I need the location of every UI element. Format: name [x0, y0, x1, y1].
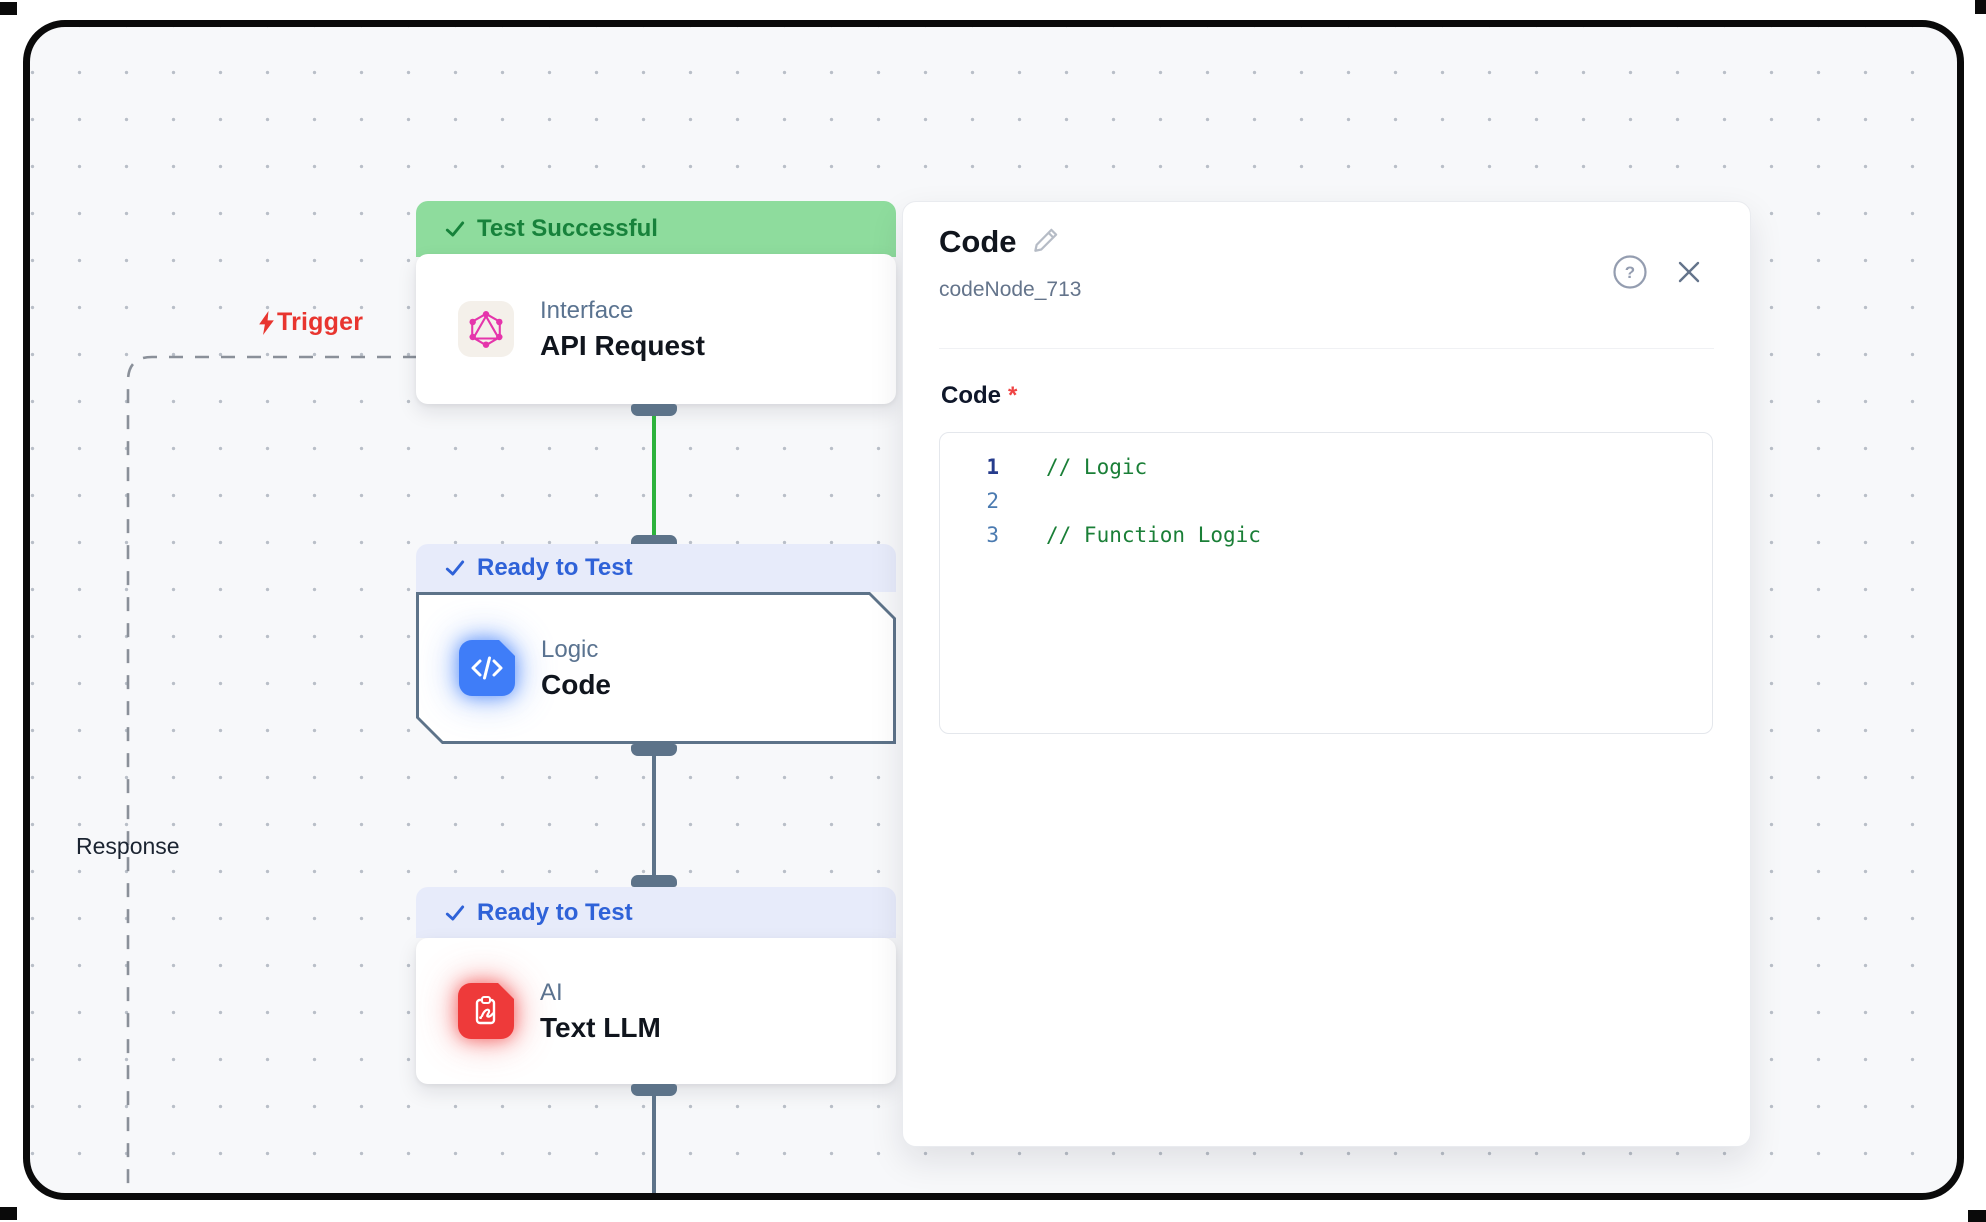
graphql-icon	[458, 301, 514, 357]
code-line-3[interactable]: 3 // Function Logic	[940, 518, 1712, 552]
check-icon	[445, 905, 465, 920]
screen-corner-artifact	[0, 1207, 17, 1220]
node-title: API Request	[540, 329, 705, 361]
required-marker: *	[1008, 382, 1018, 409]
help-icon: ?	[1613, 255, 1647, 289]
node-category-label: Logic	[541, 635, 599, 663]
panel-divider	[939, 348, 1714, 349]
help-button[interactable]: ?	[1612, 254, 1648, 290]
line-number: 2	[986, 489, 999, 513]
code-brackets-icon	[459, 640, 515, 696]
screen-corner-artifact	[1975, 0, 1986, 14]
panel-title: Code	[939, 224, 1017, 259]
status-badge-ready-to-test: Ready to Test	[416, 887, 896, 938]
edge-textllm-down	[652, 1090, 656, 1193]
output-port-api-request[interactable]	[631, 404, 677, 416]
trigger-response-edge	[126, 355, 417, 1193]
output-port-code[interactable]	[631, 744, 677, 756]
node-code[interactable]: Logic Code	[419, 595, 893, 741]
input-port-textllm[interactable]	[631, 875, 677, 887]
edge-code-to-textllm	[652, 750, 656, 881]
node-code-selected-border: Logic Code	[416, 592, 896, 744]
status-badge-label: Ready to Test	[477, 554, 633, 581]
screen-corner-artifact	[0, 2, 17, 15]
code-line-2[interactable]: 2	[940, 484, 1712, 518]
lightning-icon	[259, 310, 274, 335]
status-badge-label: Test Successful	[477, 215, 658, 242]
status-badge-label: Ready to Test	[477, 898, 633, 926]
code-editor[interactable]: 1 // Logic 2 3 // Function Logic	[939, 432, 1713, 734]
status-badge-ready-to-test: Ready to Test	[416, 544, 896, 592]
edge-api-to-code	[652, 410, 656, 548]
code-line-1[interactable]: 1 // Logic	[940, 450, 1712, 484]
node-api-request[interactable]: Interface API Request	[416, 254, 896, 404]
node-category-label: Interface	[540, 296, 634, 324]
node-title: Text LLM	[540, 1011, 661, 1043]
screen-corner-artifact	[1968, 1210, 1986, 1222]
close-icon	[1678, 261, 1700, 283]
response-edge-label: Response	[76, 833, 180, 859]
trigger-label-text: Trigger	[277, 308, 364, 336]
check-icon	[445, 221, 465, 237]
code-text: // Function Logic	[1046, 523, 1261, 547]
clipboard-pen-icon	[458, 983, 514, 1039]
line-number: 3	[986, 523, 999, 547]
code-text: // Logic	[1046, 455, 1148, 479]
node-text-llm[interactable]: AI Text LLM	[416, 938, 896, 1084]
node-id-label: codeNode_713	[939, 278, 1082, 301]
line-number: 1	[986, 455, 999, 479]
edit-pencil-icon[interactable]	[1031, 225, 1061, 255]
trigger-edge-label: Trigger	[258, 308, 363, 337]
node-config-panel: Code codeNode_713 ? Cod	[902, 201, 1751, 1147]
node-category-label: AI	[540, 978, 563, 1006]
status-badge-test-successful: Test Successful	[416, 201, 896, 257]
close-button[interactable]	[1674, 257, 1704, 287]
check-icon	[445, 560, 465, 576]
svg-text:?: ?	[1625, 263, 1635, 282]
code-field-label: Code*	[941, 382, 1018, 409]
workflow-canvas[interactable]: Trigger Response Test Successful	[23, 20, 1964, 1200]
node-title: Code	[541, 668, 611, 700]
